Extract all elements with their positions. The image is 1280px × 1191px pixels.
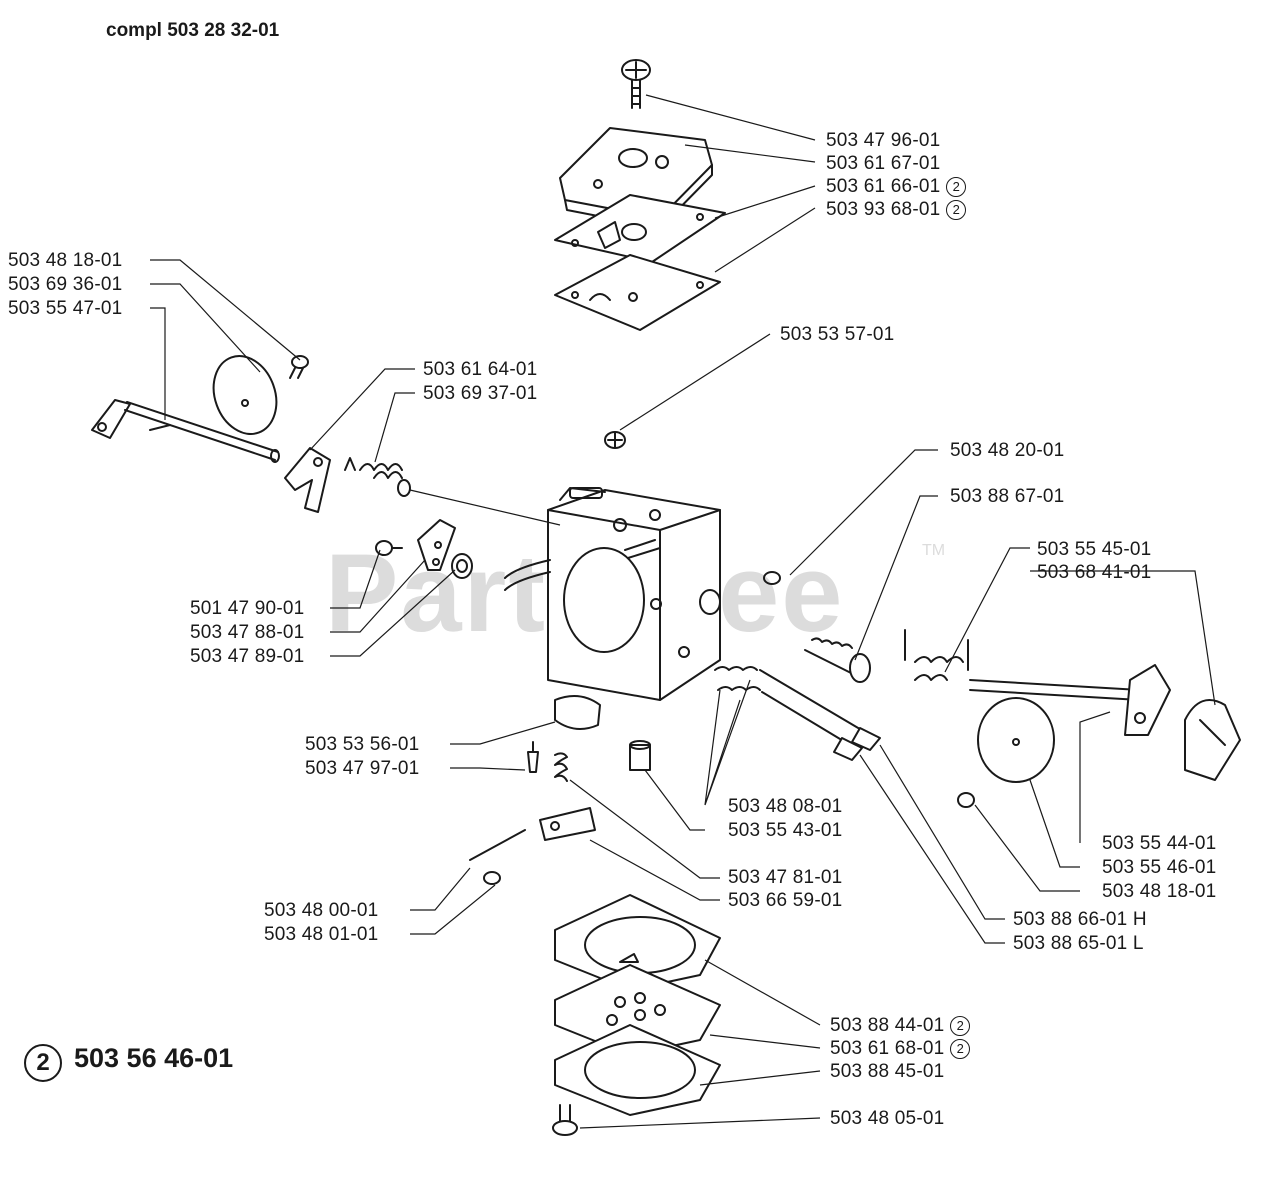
- choke-valve-part: [212, 355, 278, 435]
- pump-diaphragm-part: [554, 254, 721, 331]
- plug-part: [554, 695, 601, 730]
- watermark-trademark: TM: [922, 542, 946, 559]
- metering-cover-part: [554, 1024, 721, 1116]
- kit-reference: 2 503 56 46-01: [24, 1043, 233, 1082]
- fuel-filter-part: [604, 431, 626, 449]
- part-label[interactable]: 503 53 56-01: [305, 734, 420, 755]
- seal-ring-part: [763, 571, 781, 585]
- metering-gasket-part: [554, 894, 721, 991]
- jet-part: [629, 740, 651, 771]
- lever-pin-part: [469, 829, 526, 861]
- cover-screw-part: [552, 1104, 578, 1136]
- part-label[interactable]: 503 47 97-01: [305, 758, 420, 779]
- part-label[interactable]: 503 48 00-01: [264, 900, 379, 921]
- idle-screw-part: [804, 637, 871, 683]
- top-screw-part: [621, 59, 651, 109]
- part-label[interactable]: 503 61 67-01: [826, 153, 941, 174]
- metering-diaphragm-part: [554, 964, 721, 1056]
- part-label[interactable]: 503 55 43-01: [728, 820, 843, 841]
- carburetor-body-part: [504, 487, 721, 701]
- choke-lever-part: [284, 447, 331, 513]
- part-label[interactable]: 503 48 20-01: [950, 440, 1065, 461]
- throttle-cam-part: [1184, 699, 1241, 781]
- part-label[interactable]: 503 48 05-01: [830, 1108, 945, 1129]
- part-label[interactable]: 503 88 45-01: [830, 1061, 945, 1082]
- detent-ball-part: [375, 540, 403, 556]
- part-label[interactable]: 503 66 59-01: [728, 890, 843, 911]
- part-label[interactable]: 503 88 66-01 H: [1013, 909, 1147, 930]
- throttle-shaft-part: [969, 664, 1171, 736]
- choke-spring-part: [344, 457, 411, 497]
- part-label[interactable]: 503 53 57-01: [780, 324, 895, 345]
- part-label[interactable]: 503 48 01-01: [264, 924, 379, 945]
- throttle-screw-part: [957, 792, 975, 808]
- part-label[interactable]: 501 47 90-01: [190, 598, 305, 619]
- kit-marker: 2: [950, 1039, 971, 1059]
- detent-plate-part: [417, 519, 456, 571]
- part-label[interactable]: 503 55 44-01: [1102, 833, 1217, 854]
- part-label[interactable]: 503 48 18-01: [1102, 881, 1217, 902]
- kit-number: 503 56 46-01: [74, 1043, 234, 1073]
- kit-marker: 2: [946, 177, 967, 197]
- part-label[interactable]: 503 55 45-01: [1037, 539, 1152, 560]
- assembly-title: compl 503 28 32-01: [106, 20, 280, 41]
- part-label[interactable]: 503 48 18-01: [8, 250, 123, 271]
- part-label[interactable]: 503 47 96-01: [826, 130, 941, 151]
- part-label[interactable]: 503 55 47-01: [8, 298, 123, 319]
- part-label[interactable]: 503 55 46-01: [1102, 857, 1217, 878]
- kit-marker: 2: [946, 200, 967, 220]
- inlet-spring-part: [554, 752, 568, 782]
- throttle-spring-part: [904, 629, 969, 681]
- choke-screw-part: [289, 355, 309, 379]
- throttle-bushing-part: [451, 553, 473, 579]
- kit-marker: 2: [950, 1016, 971, 1036]
- metering-lever-part: [539, 807, 596, 841]
- lever-screw-part: [483, 871, 501, 885]
- needle-spring-part: [714, 666, 881, 761]
- pump-gasket-part: [554, 194, 726, 263]
- kit-marker: 2: [24, 1044, 62, 1082]
- part-label[interactable]: 503 47 88-01: [190, 622, 305, 643]
- part-label[interactable]: 503 88 67-01: [950, 486, 1065, 507]
- pump-cover-part: [559, 127, 713, 229]
- part-label[interactable]: 503 48 08-01: [728, 796, 843, 817]
- part-label[interactable]: 503 47 81-01: [728, 867, 843, 888]
- inlet-needle-part: [527, 741, 539, 773]
- part-label[interactable]: 503 88 65-01 L: [1013, 933, 1144, 954]
- part-label[interactable]: 503 68 41-01: [1037, 562, 1152, 583]
- throttle-valve-part: [977, 697, 1055, 783]
- part-label[interactable]: 503 69 36-01: [8, 274, 123, 295]
- choke-shaft-part: [91, 399, 280, 463]
- part-label[interactable]: 503 47 89-01: [190, 646, 305, 667]
- part-label[interactable]: 503 69 37-01: [423, 383, 538, 404]
- part-label[interactable]: 503 61 64-01: [423, 359, 538, 380]
